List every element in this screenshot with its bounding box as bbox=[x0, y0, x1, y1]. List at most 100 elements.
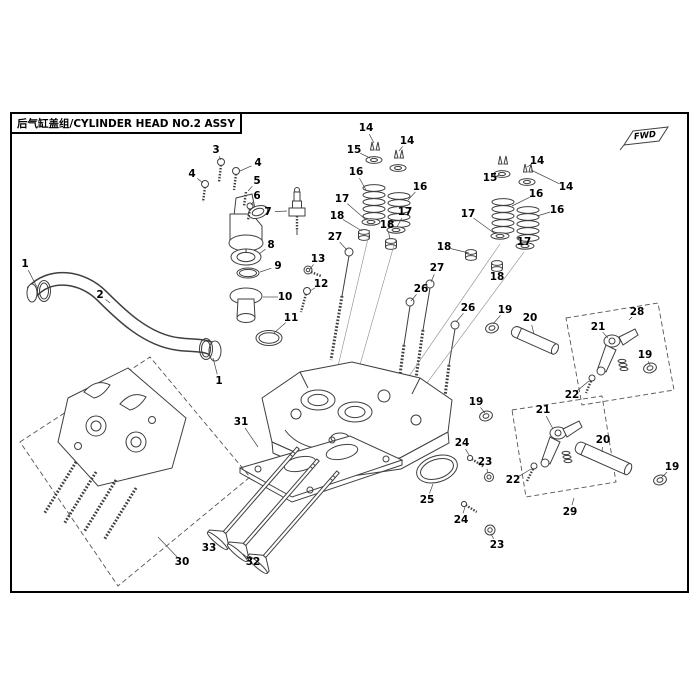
spring-retainer bbox=[389, 164, 407, 172]
callout-leader-line bbox=[429, 483, 434, 494]
callout-number: 16 bbox=[550, 204, 565, 216]
callout-number: 18 bbox=[380, 219, 395, 231]
callout-number: 16 bbox=[349, 166, 364, 178]
callout-number: 19 bbox=[469, 396, 484, 408]
callout-number: 18 bbox=[490, 271, 505, 283]
lock-nut-23b bbox=[484, 524, 496, 536]
callout-leader-line bbox=[27, 270, 39, 290]
rocker-shaft-upper bbox=[510, 326, 559, 355]
callout-number: 14 bbox=[359, 122, 374, 134]
callout-leader-line bbox=[368, 134, 375, 144]
assembly-title: 后气缸盖组/CYLINDER HEAD NO.2 ASSY bbox=[17, 117, 235, 130]
callout-layer: 1123445678910111213141414141515161616161… bbox=[21, 122, 679, 568]
callout-leader-line bbox=[511, 196, 530, 207]
callout-number: 20 bbox=[596, 434, 611, 446]
callout-number: 8 bbox=[267, 239, 274, 251]
callout-leader-line bbox=[530, 169, 560, 185]
callout-leader-line bbox=[258, 248, 266, 255]
callout-number: 14 bbox=[559, 181, 574, 193]
callout-leader-line bbox=[660, 471, 668, 479]
spring-seat bbox=[361, 218, 381, 226]
callout-number: 23 bbox=[490, 539, 505, 551]
callout-number: 26 bbox=[414, 283, 429, 295]
callout-number: 16 bbox=[413, 181, 428, 193]
lock-nut-23a bbox=[484, 472, 494, 482]
callout-number: 3 bbox=[212, 144, 219, 156]
callout-number: 10 bbox=[278, 291, 293, 303]
callout-number: 15 bbox=[347, 144, 362, 156]
rocker-arm-upper bbox=[596, 328, 639, 376]
callout-number: 33 bbox=[202, 542, 217, 554]
o-ring-11 bbox=[255, 330, 283, 346]
callout-leader-line bbox=[545, 416, 554, 430]
group-box-29 bbox=[511, 395, 617, 498]
callout-leader-line bbox=[571, 497, 575, 506]
title-block: 后气缸盖组/CYLINDER HEAD NO.2 ASSY bbox=[10, 112, 242, 134]
callout-number: 24 bbox=[454, 514, 469, 526]
callout-leader-line bbox=[157, 536, 178, 558]
callout-number: 21 bbox=[591, 321, 606, 333]
water-hose bbox=[26, 272, 222, 362]
callout-number: 22 bbox=[506, 474, 521, 486]
callout-leader-line bbox=[105, 299, 111, 304]
callout-number: 17 bbox=[398, 206, 413, 218]
callout-number: 26 bbox=[461, 302, 476, 314]
valve-spring bbox=[491, 198, 515, 234]
callout-leader-line bbox=[250, 201, 254, 206]
callout-leader-line bbox=[347, 203, 366, 220]
callout-leader-line bbox=[197, 178, 204, 184]
adjust-screw-24b bbox=[460, 500, 478, 513]
callout-number: 7 bbox=[264, 206, 271, 218]
callout-number: 17 bbox=[335, 193, 350, 205]
callout-leader-line bbox=[259, 267, 272, 273]
callout-leader-line bbox=[518, 468, 532, 477]
valve-stem-seal bbox=[491, 260, 503, 272]
callout-leader-line bbox=[339, 241, 348, 251]
callout-leader-line bbox=[410, 294, 417, 302]
adjuster-screw-lower bbox=[525, 462, 538, 482]
spring-retainer bbox=[365, 156, 383, 164]
callout-leader-line bbox=[247, 185, 253, 192]
valve-keeper bbox=[394, 149, 404, 159]
callout-leader-line bbox=[577, 380, 590, 391]
callout-leader-line bbox=[462, 506, 466, 514]
callout-leader-line bbox=[242, 553, 248, 558]
callout-leader-line bbox=[473, 217, 495, 234]
callout-number: 12 bbox=[314, 278, 329, 290]
callout-number: 25 bbox=[420, 494, 435, 506]
callout-number: 6 bbox=[253, 190, 260, 202]
callout-leader-line bbox=[490, 533, 494, 540]
callout-leader-line bbox=[486, 468, 489, 474]
valve-spring-group-left bbox=[358, 141, 411, 250]
drawing-border bbox=[10, 112, 689, 593]
callout-number: 17 bbox=[517, 236, 532, 248]
callout-number: 1 bbox=[21, 258, 28, 270]
callout-leader-line bbox=[536, 211, 551, 217]
housing-bolts bbox=[201, 158, 254, 221]
callout-leader-line bbox=[465, 448, 470, 456]
spark-plug bbox=[288, 187, 306, 235]
washer bbox=[483, 321, 501, 335]
hose-clamp-left bbox=[37, 280, 51, 302]
spring-seat bbox=[490, 232, 510, 240]
callout-number: 1 bbox=[215, 375, 222, 387]
callout-number: 31 bbox=[234, 416, 249, 428]
callout-leader-line bbox=[450, 248, 470, 254]
washer bbox=[641, 361, 659, 375]
callout-number: 24 bbox=[455, 437, 470, 449]
valve-stem-seal bbox=[385, 238, 397, 250]
valve-spring-group-right bbox=[465, 155, 540, 272]
hose-clamp-right bbox=[199, 338, 213, 360]
callout-leader-line bbox=[455, 313, 464, 323]
large-o-ring bbox=[416, 454, 458, 484]
callout-leader-line bbox=[396, 218, 403, 228]
rocker-arm-lower bbox=[540, 420, 583, 468]
callout-number: 27 bbox=[430, 262, 445, 274]
callout-leader-line bbox=[360, 152, 371, 159]
callout-number: 23 bbox=[478, 456, 493, 468]
callout-leader-line bbox=[430, 274, 435, 283]
callout-number: 2 bbox=[96, 289, 103, 301]
callout-number: 4 bbox=[254, 157, 261, 169]
callout-number: 16 bbox=[529, 188, 544, 200]
